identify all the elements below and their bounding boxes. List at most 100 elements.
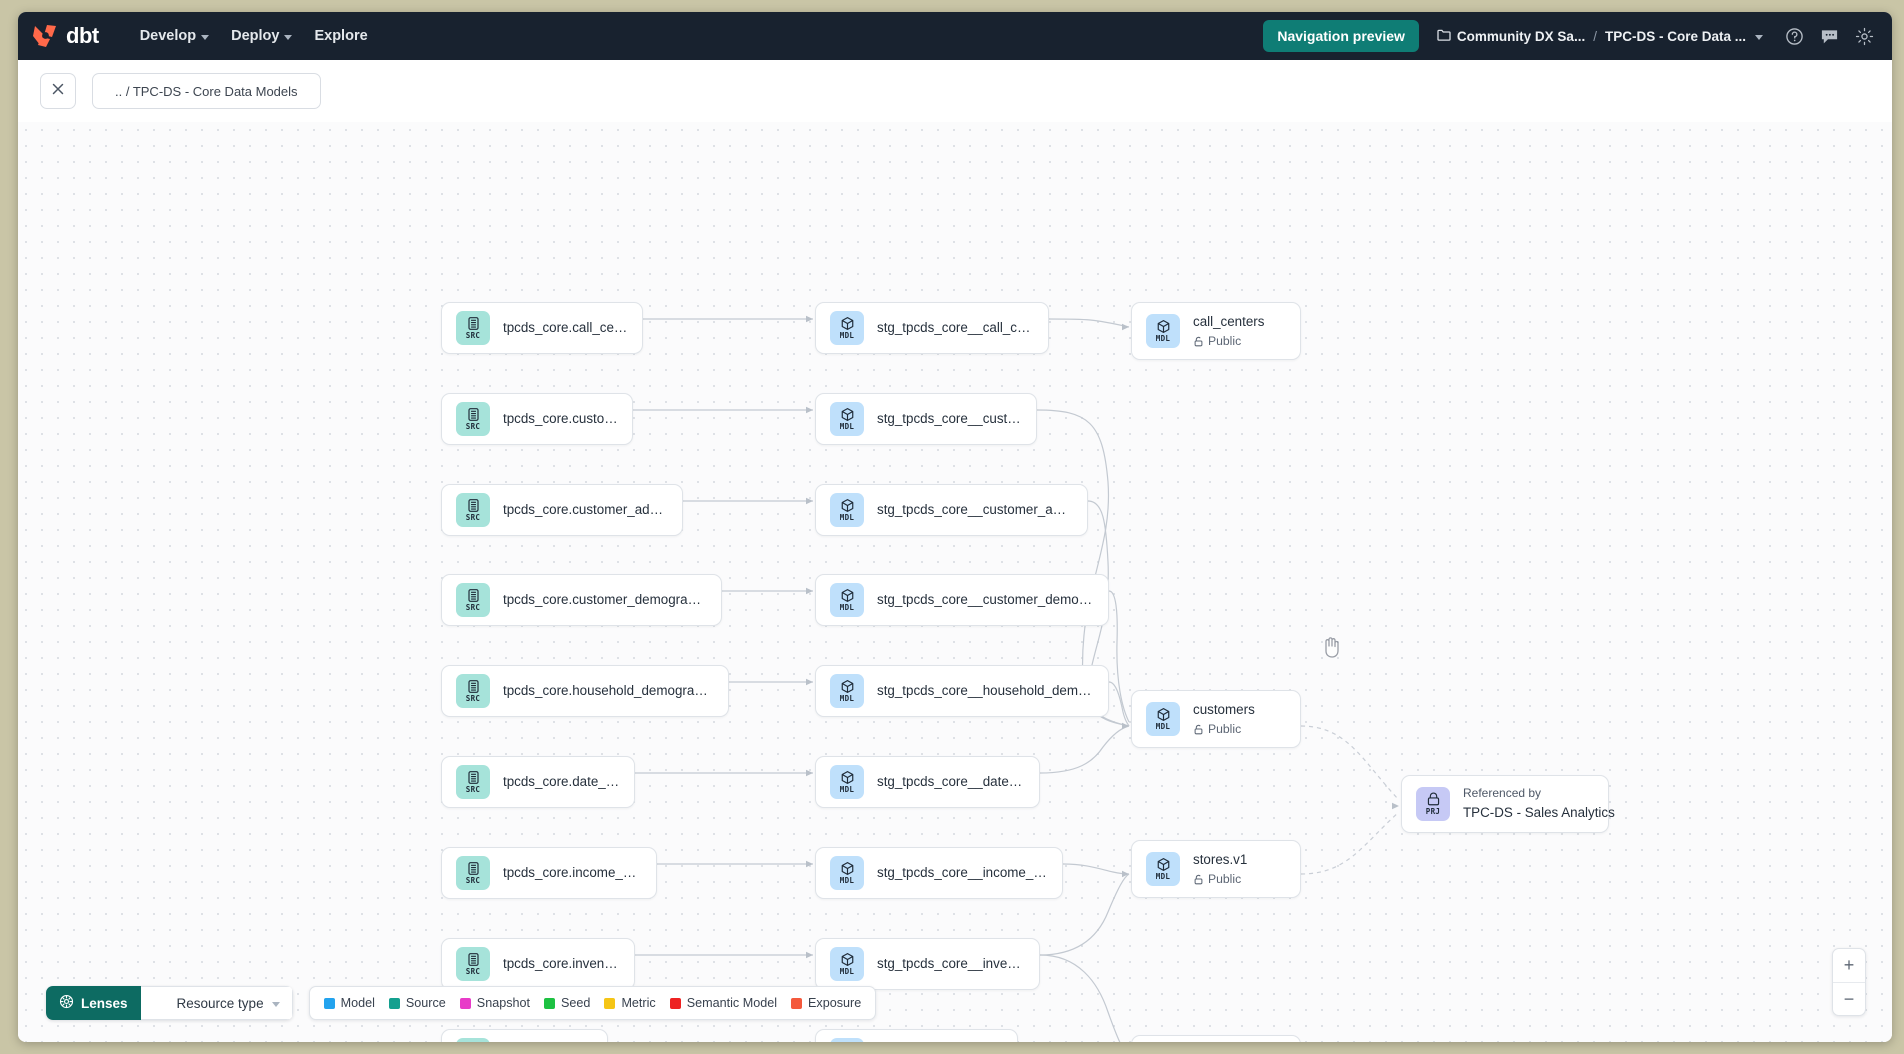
legend-item-metric[interactable]: Metric bbox=[604, 996, 656, 1010]
lenses-group: Lenses Resource type bbox=[46, 986, 293, 1020]
node-label: stg_tpcds_core__income_band bbox=[877, 864, 1048, 880]
nav-item-develop[interactable]: Develop bbox=[129, 21, 220, 51]
legend-item-exposure[interactable]: Exposure bbox=[791, 996, 861, 1010]
model-node[interactable]: MDL stg_tpcds_core__income_band bbox=[815, 847, 1063, 899]
feedback-icon[interactable] bbox=[1820, 27, 1839, 46]
lenses-button[interactable]: Lenses bbox=[46, 986, 141, 1020]
grab-hand-icon bbox=[1321, 635, 1343, 664]
breadcrumb-project[interactable]: TPC-DS - Core Data ... bbox=[1605, 29, 1763, 44]
node-text: stg_tpcds_core__customer_address bbox=[877, 501, 1073, 519]
node-label: tpcds_core.customer_address bbox=[503, 501, 668, 517]
model-node[interactable]: MDL stg_tpcds_core__inventory bbox=[815, 938, 1040, 990]
legend-swatch bbox=[791, 997, 803, 1009]
node-text: stg_tpcds_core__customer bbox=[877, 410, 1022, 428]
nav-item-explore[interactable]: Explore bbox=[303, 21, 378, 51]
legend-item-seed[interactable]: Seed bbox=[544, 996, 590, 1010]
zoom-in-button[interactable]: + bbox=[1843, 955, 1855, 975]
node-label: stg_tpcds_core__date_dim bbox=[877, 773, 1025, 789]
legend-label: Semantic Model bbox=[686, 996, 778, 1010]
node-text: tpcds_core.customer_demographics bbox=[503, 591, 707, 609]
node-text: tpcds_core.call_center bbox=[503, 319, 628, 337]
mdl-badge-icon: MDL bbox=[1146, 314, 1180, 348]
legend-label: Source bbox=[405, 996, 446, 1010]
node-access-label: Public bbox=[1208, 722, 1242, 737]
dbt-logo-icon bbox=[32, 23, 60, 49]
help-circle-icon[interactable] bbox=[1785, 27, 1804, 46]
node-label: stg_tpcds_core__inventory bbox=[877, 955, 1025, 971]
model-node[interactable]: MDL stg_tpcds_core__customer_demogra… bbox=[815, 574, 1109, 626]
explore-toolbar: .. / TPC-DS - Core Data Models bbox=[18, 60, 1892, 122]
mdl-badge-icon: MDL bbox=[830, 311, 864, 345]
breadcrumb-account[interactable]: Community DX Sa... bbox=[1437, 29, 1585, 44]
legend-item-source[interactable]: Source bbox=[388, 996, 446, 1010]
src-badge-icon: SRC bbox=[456, 947, 490, 981]
legend-item-model[interactable]: Model bbox=[323, 996, 375, 1010]
legend-item-snapshot[interactable]: Snapshot bbox=[459, 996, 530, 1010]
node-text: tpcds_core.date_dim bbox=[503, 773, 620, 791]
src-badge-icon: SRC bbox=[456, 311, 490, 345]
mdl-badge-icon: MDL bbox=[830, 856, 864, 890]
node-text: tpcds_core.household_demographics bbox=[503, 682, 714, 700]
node-reference-project: TPC-DS - Sales Analytics bbox=[1463, 804, 1615, 820]
mdl-badge-icon: MDL bbox=[830, 947, 864, 981]
node-label: stg_tpcds_core__customer bbox=[877, 410, 1022, 426]
source-node[interactable]: SRC tpcds_core.date_dim bbox=[441, 756, 635, 808]
node-label: tpcds_core.date_dim bbox=[503, 773, 620, 789]
node-label: tpcds_core.call_center bbox=[503, 319, 628, 335]
node-access-badge: Public bbox=[1193, 872, 1247, 887]
source-node[interactable]: SRC tpcds_core.inventory bbox=[441, 938, 635, 990]
src-badge-icon: SRC bbox=[456, 402, 490, 436]
node-text: tpcds_core.income_band bbox=[503, 864, 642, 882]
nav-item-deploy[interactable]: Deploy bbox=[220, 21, 303, 51]
prj-badge-icon: PRJ bbox=[1416, 787, 1450, 821]
mdl-badge-icon: MDL bbox=[830, 583, 864, 617]
nav-item-develop-label: Develop bbox=[139, 28, 197, 44]
close-button[interactable] bbox=[40, 73, 76, 109]
node-text: stg_tpcds_core__date_dim bbox=[877, 773, 1025, 791]
node-reference-label: Referenced by bbox=[1463, 786, 1542, 801]
node-label: customers bbox=[1193, 702, 1255, 718]
legend-item-semantic-model[interactable]: Semantic Model bbox=[669, 996, 778, 1010]
gear-icon[interactable] bbox=[1855, 27, 1874, 46]
resource-type-legend: Model Source Snapshot Seed Metric Semantic Mo… bbox=[308, 986, 877, 1020]
nav-item-deploy-label: Deploy bbox=[231, 28, 280, 44]
breadcrumb-account-label: Community DX Sa... bbox=[1456, 28, 1586, 44]
project-reference-node[interactable]: PRJ Referenced by TPC-DS - Sales Analytics bbox=[1401, 775, 1615, 833]
node-label: stores.v1 bbox=[1193, 852, 1248, 868]
breadcrumb-chip[interactable]: .. / TPC-DS - Core Data Models bbox=[92, 73, 321, 109]
node-label: stg_tpcds_core__customer_demogra… bbox=[877, 591, 1094, 607]
legend-swatch bbox=[544, 997, 556, 1009]
lock-icon bbox=[1193, 336, 1204, 347]
navigation-preview-button[interactable]: Navigation preview bbox=[1263, 20, 1419, 52]
node-access-label: Public bbox=[1208, 334, 1242, 349]
dbt-logo[interactable]: dbt bbox=[32, 23, 99, 49]
legend-swatch bbox=[323, 997, 335, 1009]
top-navbar: dbt Develop Deploy Explore Navigation pr… bbox=[18, 12, 1892, 60]
node-label: tpcds_core.inventory bbox=[503, 955, 620, 971]
resource-type-dropdown[interactable]: Resource type bbox=[140, 986, 293, 1020]
node-label: call_centers bbox=[1193, 314, 1265, 330]
src-badge-icon: SRC bbox=[456, 765, 490, 799]
source-node[interactable]: SRC tpcds_core.call_center bbox=[441, 302, 643, 354]
zoom-out-button[interactable]: − bbox=[1833, 982, 1865, 1015]
node-label: stg_tpcds_core__household_demogr… bbox=[877, 682, 1094, 698]
